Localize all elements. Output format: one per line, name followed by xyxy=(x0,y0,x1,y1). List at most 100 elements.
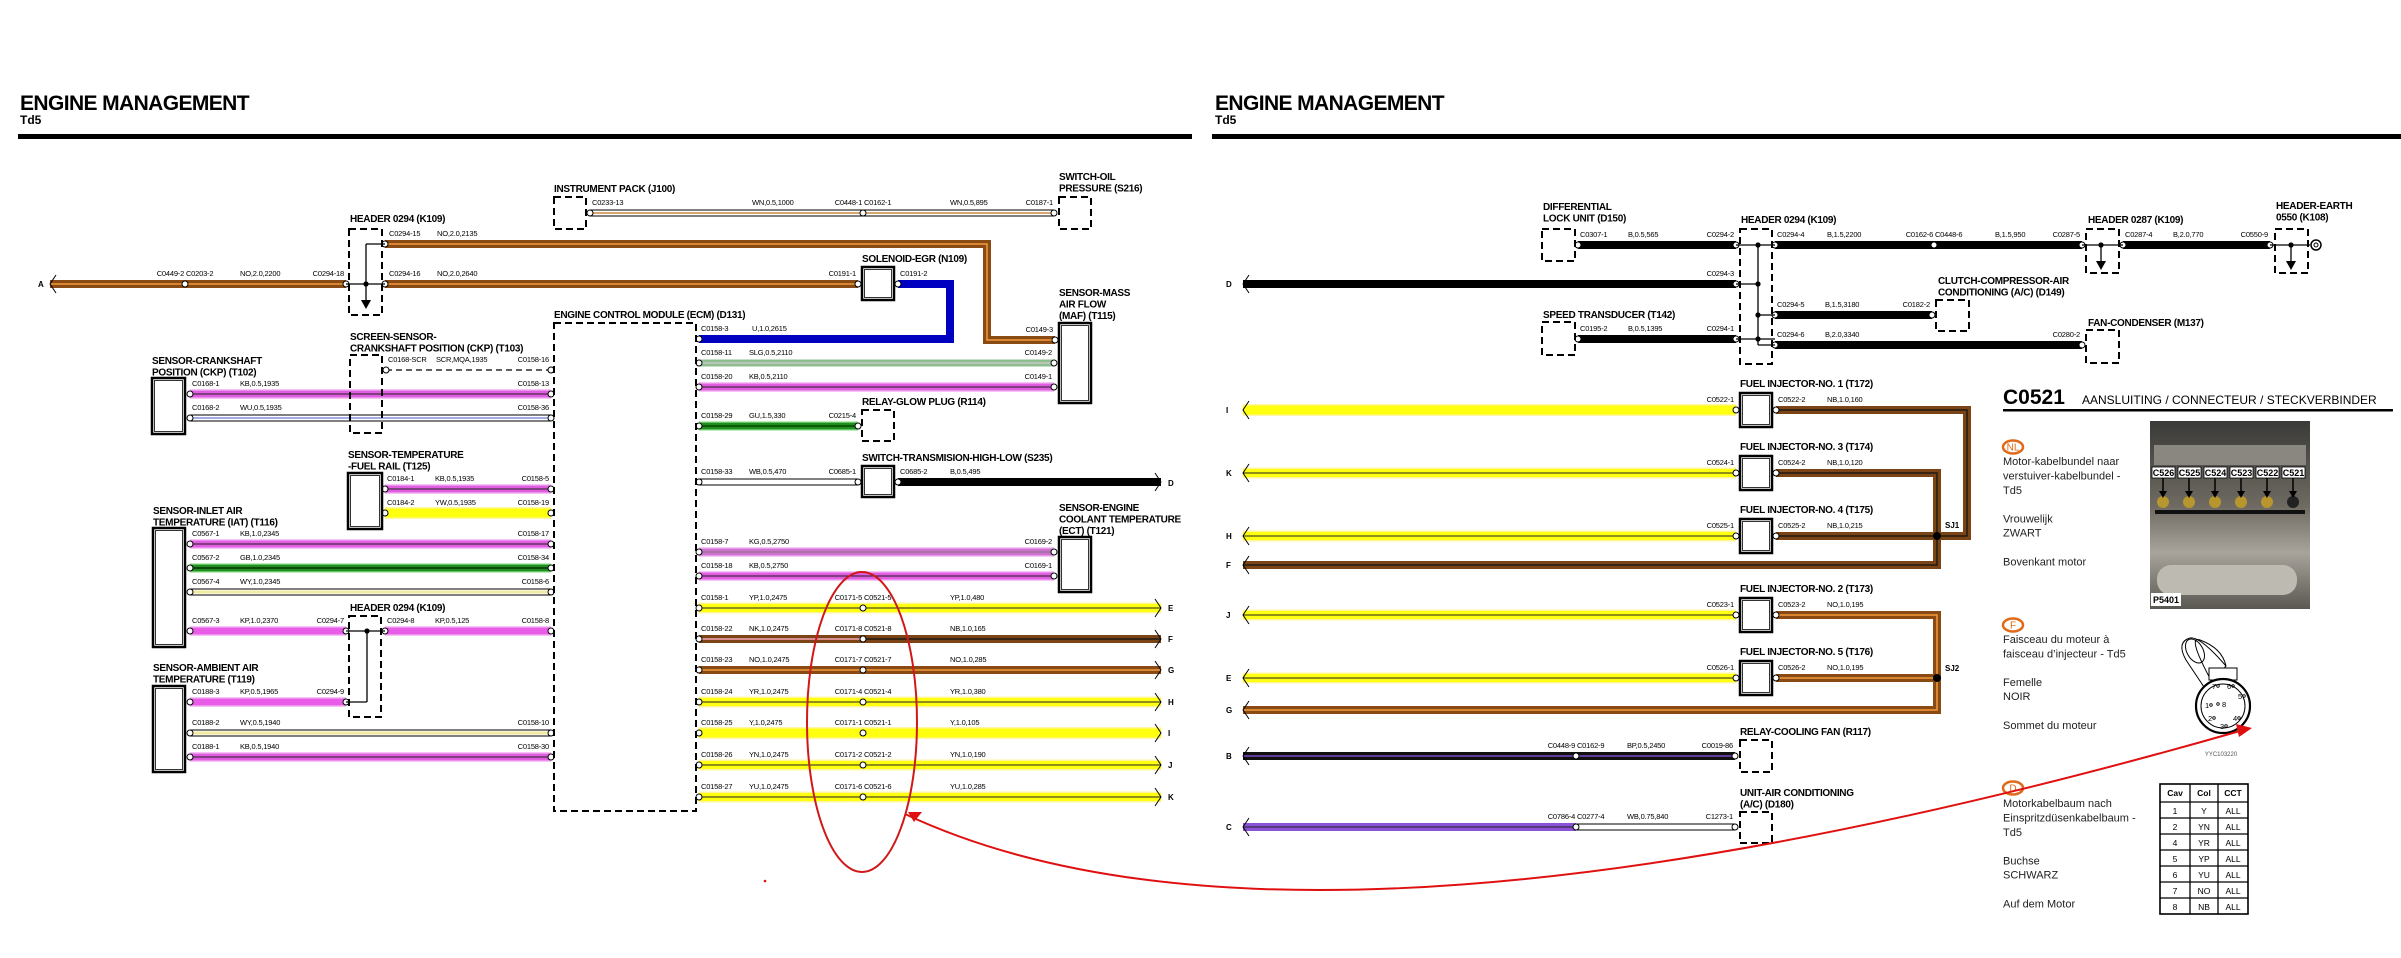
wire-label-spec: KB,1.0,2345 xyxy=(240,529,279,538)
connector-pin-icon xyxy=(859,793,867,801)
table-cell: ALL xyxy=(2225,806,2240,816)
component-label: SENSOR-CRANKSHAFT xyxy=(152,356,262,367)
wire-label-from: C0294-16 xyxy=(389,269,420,278)
wire-nk-1-0-2475 xyxy=(695,629,1162,649)
wire-b-2-0-770 xyxy=(2119,241,2274,249)
table-cell: YN xyxy=(2198,822,2210,832)
wire-label-to: C0158-36 xyxy=(518,403,549,412)
wire-break-icon xyxy=(49,274,57,294)
dashed-component-outline xyxy=(1541,321,1576,356)
table-cell: 1 xyxy=(2173,806,2178,816)
wire-c0524-1 xyxy=(1242,463,1740,483)
wire-label-letter: B xyxy=(1226,752,1232,761)
component-outline xyxy=(150,376,187,436)
wire-no-1-0-2475 xyxy=(695,660,1162,680)
connector-pin-icon xyxy=(1772,532,1780,540)
wire-label-spec: YW,0.5,1935 xyxy=(435,498,476,507)
connector-pin-icon xyxy=(859,761,867,769)
wire-label-letter: G xyxy=(1168,666,1174,675)
component-header-0294-k109: HEADER 0294 (K109) xyxy=(1739,215,1837,365)
wire-label-from: C0188-3 xyxy=(192,687,219,696)
connector-pin-icon xyxy=(186,564,194,572)
wire-label-from: C0168-1 xyxy=(192,379,219,388)
component-outline xyxy=(151,526,187,649)
wire-label-spec: WY,0.5,1940 xyxy=(240,718,280,727)
connector-pin-icon xyxy=(382,366,390,374)
connector-description: Faisceau du moteur à xyxy=(2003,634,2110,646)
wire-nb-1-0-160 xyxy=(1772,406,1971,540)
wire-label-mid: C0448-1 C0162-1 xyxy=(835,198,892,207)
connector-pin-number: 2 xyxy=(2208,714,2212,723)
component-inner-outline xyxy=(154,380,183,432)
connector-tab-hole xyxy=(2185,638,2205,664)
table-cell: NO xyxy=(2198,886,2211,896)
wire-label-from: C0158-20 xyxy=(701,372,732,381)
wire-break-icon xyxy=(1154,692,1162,712)
wire-b-1-5-2200 xyxy=(1771,241,2086,249)
right-page-header: ENGINE MANAGEMENT Td5 xyxy=(1212,92,2401,139)
wire-label-from: C0294-4 xyxy=(1777,230,1804,239)
wire-slg-0-5-2110 xyxy=(695,359,1058,367)
dashed-component-outline xyxy=(1935,299,1970,332)
table-cell: YR xyxy=(2198,838,2210,848)
photo-manifold xyxy=(2157,565,2297,595)
wire-b-2-0-3340 xyxy=(1771,341,2086,349)
wire-label-from: C0158-25 xyxy=(701,718,732,727)
wire-label-from: C0158-11 xyxy=(701,348,732,357)
wire-label-junction: SJ2 xyxy=(1945,664,1960,673)
left-title-rule xyxy=(18,134,1192,139)
connector-pin-icon xyxy=(2242,694,2246,698)
annotation-arrow-tail-icon xyxy=(908,812,922,822)
component-label: INSTRUMENT PACK (J100) xyxy=(554,184,675,195)
wire-label-from: C0158-27 xyxy=(701,782,732,791)
wire-label-from: C0567-4 xyxy=(192,577,219,586)
component-label: SWITCH-TRANSMISION-HIGH-LOW (S235) xyxy=(862,453,1052,464)
wire-label-to: C0149-3 xyxy=(1026,325,1053,334)
connector-pin-icon xyxy=(1928,311,1936,319)
wire-label-mid: C0449-2 C0203-2 xyxy=(157,269,214,278)
wire-label-mid: C0171-4 C0521-4 xyxy=(835,687,892,696)
photo-injector-connector xyxy=(2287,496,2299,508)
wire-label-to: C0287-5 xyxy=(2053,230,2080,239)
wire-bp-0-5-2450 xyxy=(1242,746,1739,766)
connector-pin-icon xyxy=(1051,336,1059,344)
wire-label-spec: WN,0.5,1000 xyxy=(752,198,794,207)
wire-label-spec: YU,1.0,2475 xyxy=(749,782,789,791)
table-cell: Y xyxy=(2201,806,2207,816)
wire-label-letter: H xyxy=(1226,532,1232,541)
connector-pin-icon xyxy=(2212,716,2216,720)
component-label: 0550 (K108) xyxy=(2276,213,2328,224)
component-label: RELAY-GLOW PLUG (R114) xyxy=(862,397,986,408)
right-page-title: ENGINE MANAGEMENT xyxy=(1215,92,1445,115)
bus-junction-icon xyxy=(1755,281,1761,287)
wire-label-from: C0294-8 xyxy=(387,616,414,625)
connector-pin-icon xyxy=(2224,724,2228,728)
component-engine-control-module-ecm-d131: ENGINE CONTROL MODULE (ECM) (D131) xyxy=(553,310,746,812)
component-inner-outline xyxy=(155,688,183,770)
wire-label-from: C0158-33 xyxy=(701,467,732,476)
wire-label-to: C0158-8 xyxy=(522,616,549,625)
component-header-0294-k109: HEADER 0294 (K109) xyxy=(348,603,446,718)
connector-pin-icon xyxy=(2237,716,2241,720)
wire-gu-1-5-330 xyxy=(695,421,862,431)
component-outline xyxy=(860,265,896,302)
component-outline xyxy=(1738,659,1774,697)
photo-injector-connector xyxy=(2261,496,2273,508)
wire-label-to: C0158-13 xyxy=(518,379,549,388)
wire-label-spec: YN,1.0,2475 xyxy=(749,750,789,759)
component-label: SWITCH-OIL xyxy=(1059,172,1116,183)
wire-label-to: C0158-6 xyxy=(522,577,549,586)
connector-pin-icon xyxy=(547,414,555,422)
connector-pin-icon xyxy=(2209,703,2213,707)
component-label: FUEL INJECTOR-NO. 5 (T176) xyxy=(1740,647,1873,658)
wire-label-spec: YR,1.0,380 xyxy=(950,687,986,696)
wire-scr-mqa-1935 xyxy=(382,366,555,374)
wire-label-to: C1273-1 xyxy=(1706,812,1733,821)
component-label: (A/C) (D180) xyxy=(1740,800,1794,811)
dashed-component-outline xyxy=(348,228,383,316)
connector-pin-icon xyxy=(859,209,867,217)
photo-callout-label: C526 xyxy=(2153,468,2175,478)
